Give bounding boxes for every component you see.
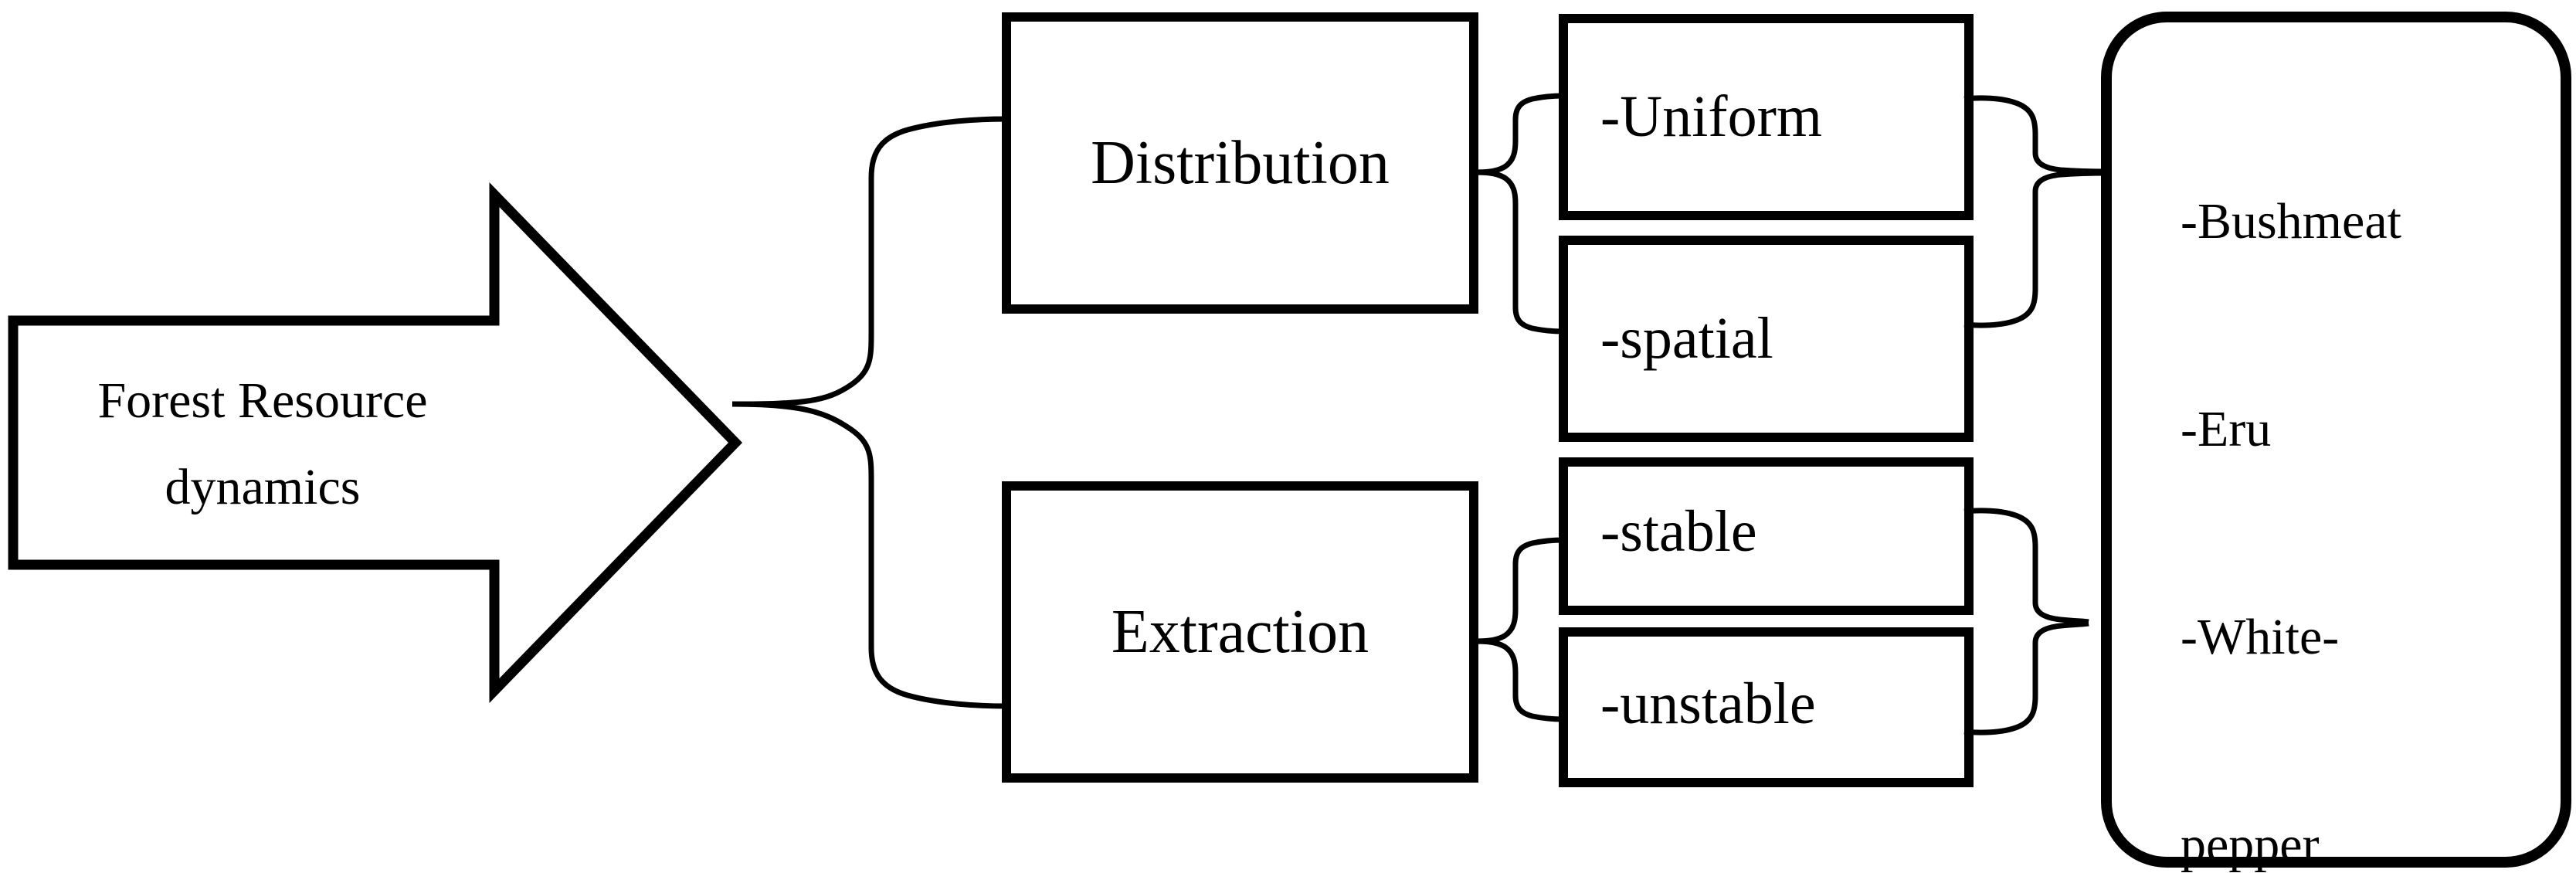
- source-arrow-label-line1: Forest Resource: [97, 372, 428, 429]
- connector-distribution-to-children: [1473, 93, 1564, 335]
- list-item: -Eru: [2181, 401, 2272, 457]
- source-arrow-label: Forest Resource dynamics: [31, 324, 494, 564]
- list-item: -White-: [2181, 609, 2340, 665]
- spatial-label: -spatial: [1600, 306, 1773, 371]
- outcome-rounded-box[interactable]: [2101, 12, 2571, 868]
- stable-box[interactable]: [1559, 457, 1974, 615]
- connector-distribution-children-to-outcome: [1963, 95, 2107, 328]
- list-item: -Bushmeat: [2181, 193, 2401, 250]
- distribution-label: Distribution: [1091, 129, 1390, 197]
- stable-label: -stable: [1600, 499, 1757, 564]
- distribution-box[interactable]: [1002, 12, 1478, 314]
- extraction-label: Extraction: [1111, 598, 1369, 666]
- unstable-label: -unstable: [1600, 671, 1816, 736]
- extraction-box[interactable]: [1002, 481, 1478, 783]
- connector-extraction-children-to-outcome: [1963, 508, 2089, 735]
- spatial-box[interactable]: [1559, 236, 1974, 442]
- list-item: pepper: [2181, 817, 2320, 873]
- outcome-items-list: -Bushmeat -Eru -White- pepper -Bitter-ko…: [2181, 94, 2559, 873]
- uniform-box[interactable]: [1559, 14, 1974, 220]
- connector-extraction-to-children: [1473, 537, 1564, 722]
- connector-arrow-to-branches: [731, 116, 1007, 709]
- source-block-arrow[interactable]: [8, 182, 743, 704]
- source-arrow-label-line2: dynamics: [165, 459, 361, 515]
- unstable-box[interactable]: [1559, 627, 1974, 787]
- uniform-label: -Uniform: [1600, 84, 1823, 149]
